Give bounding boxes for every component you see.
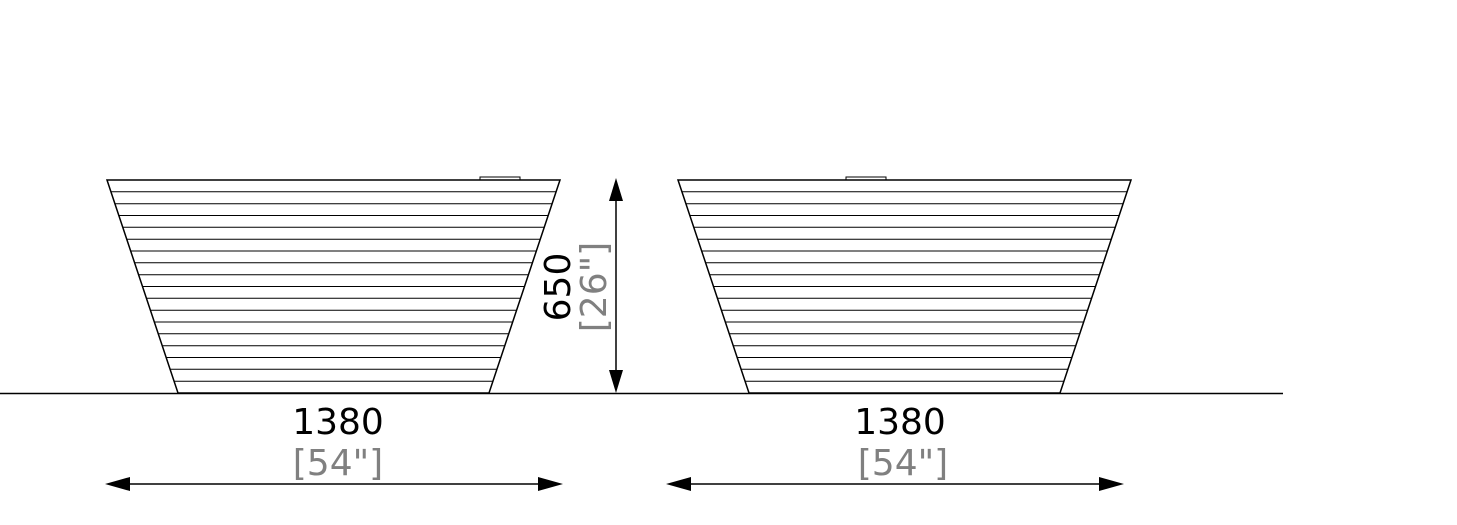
width-dimension-left: 1380 [54"] [105,402,563,491]
width-left-metric-label: 1380 [292,402,384,443]
width-left-arrow-right [538,477,563,491]
planter-right-slats [681,191,1128,382]
height-arrow-down [609,370,623,393]
planter-left [105,176,562,394]
width-left-imperial-label: [54"] [293,443,383,484]
width-right-arrow-left [666,477,691,491]
height-arrow-up [609,178,623,201]
width-dimension-right: 1380 [54"] [666,402,1124,491]
height-metric-label: 650 [538,253,579,322]
width-left-arrow-left [105,477,130,491]
planter-right [676,176,1133,394]
width-right-imperial-label: [54"] [858,443,948,484]
width-right-arrow-right [1099,477,1124,491]
planter-left-slats [110,191,557,382]
width-right-metric-label: 1380 [854,402,946,443]
height-imperial-label: [26"] [574,242,615,332]
height-dimension: 650 [26"] [538,178,623,393]
